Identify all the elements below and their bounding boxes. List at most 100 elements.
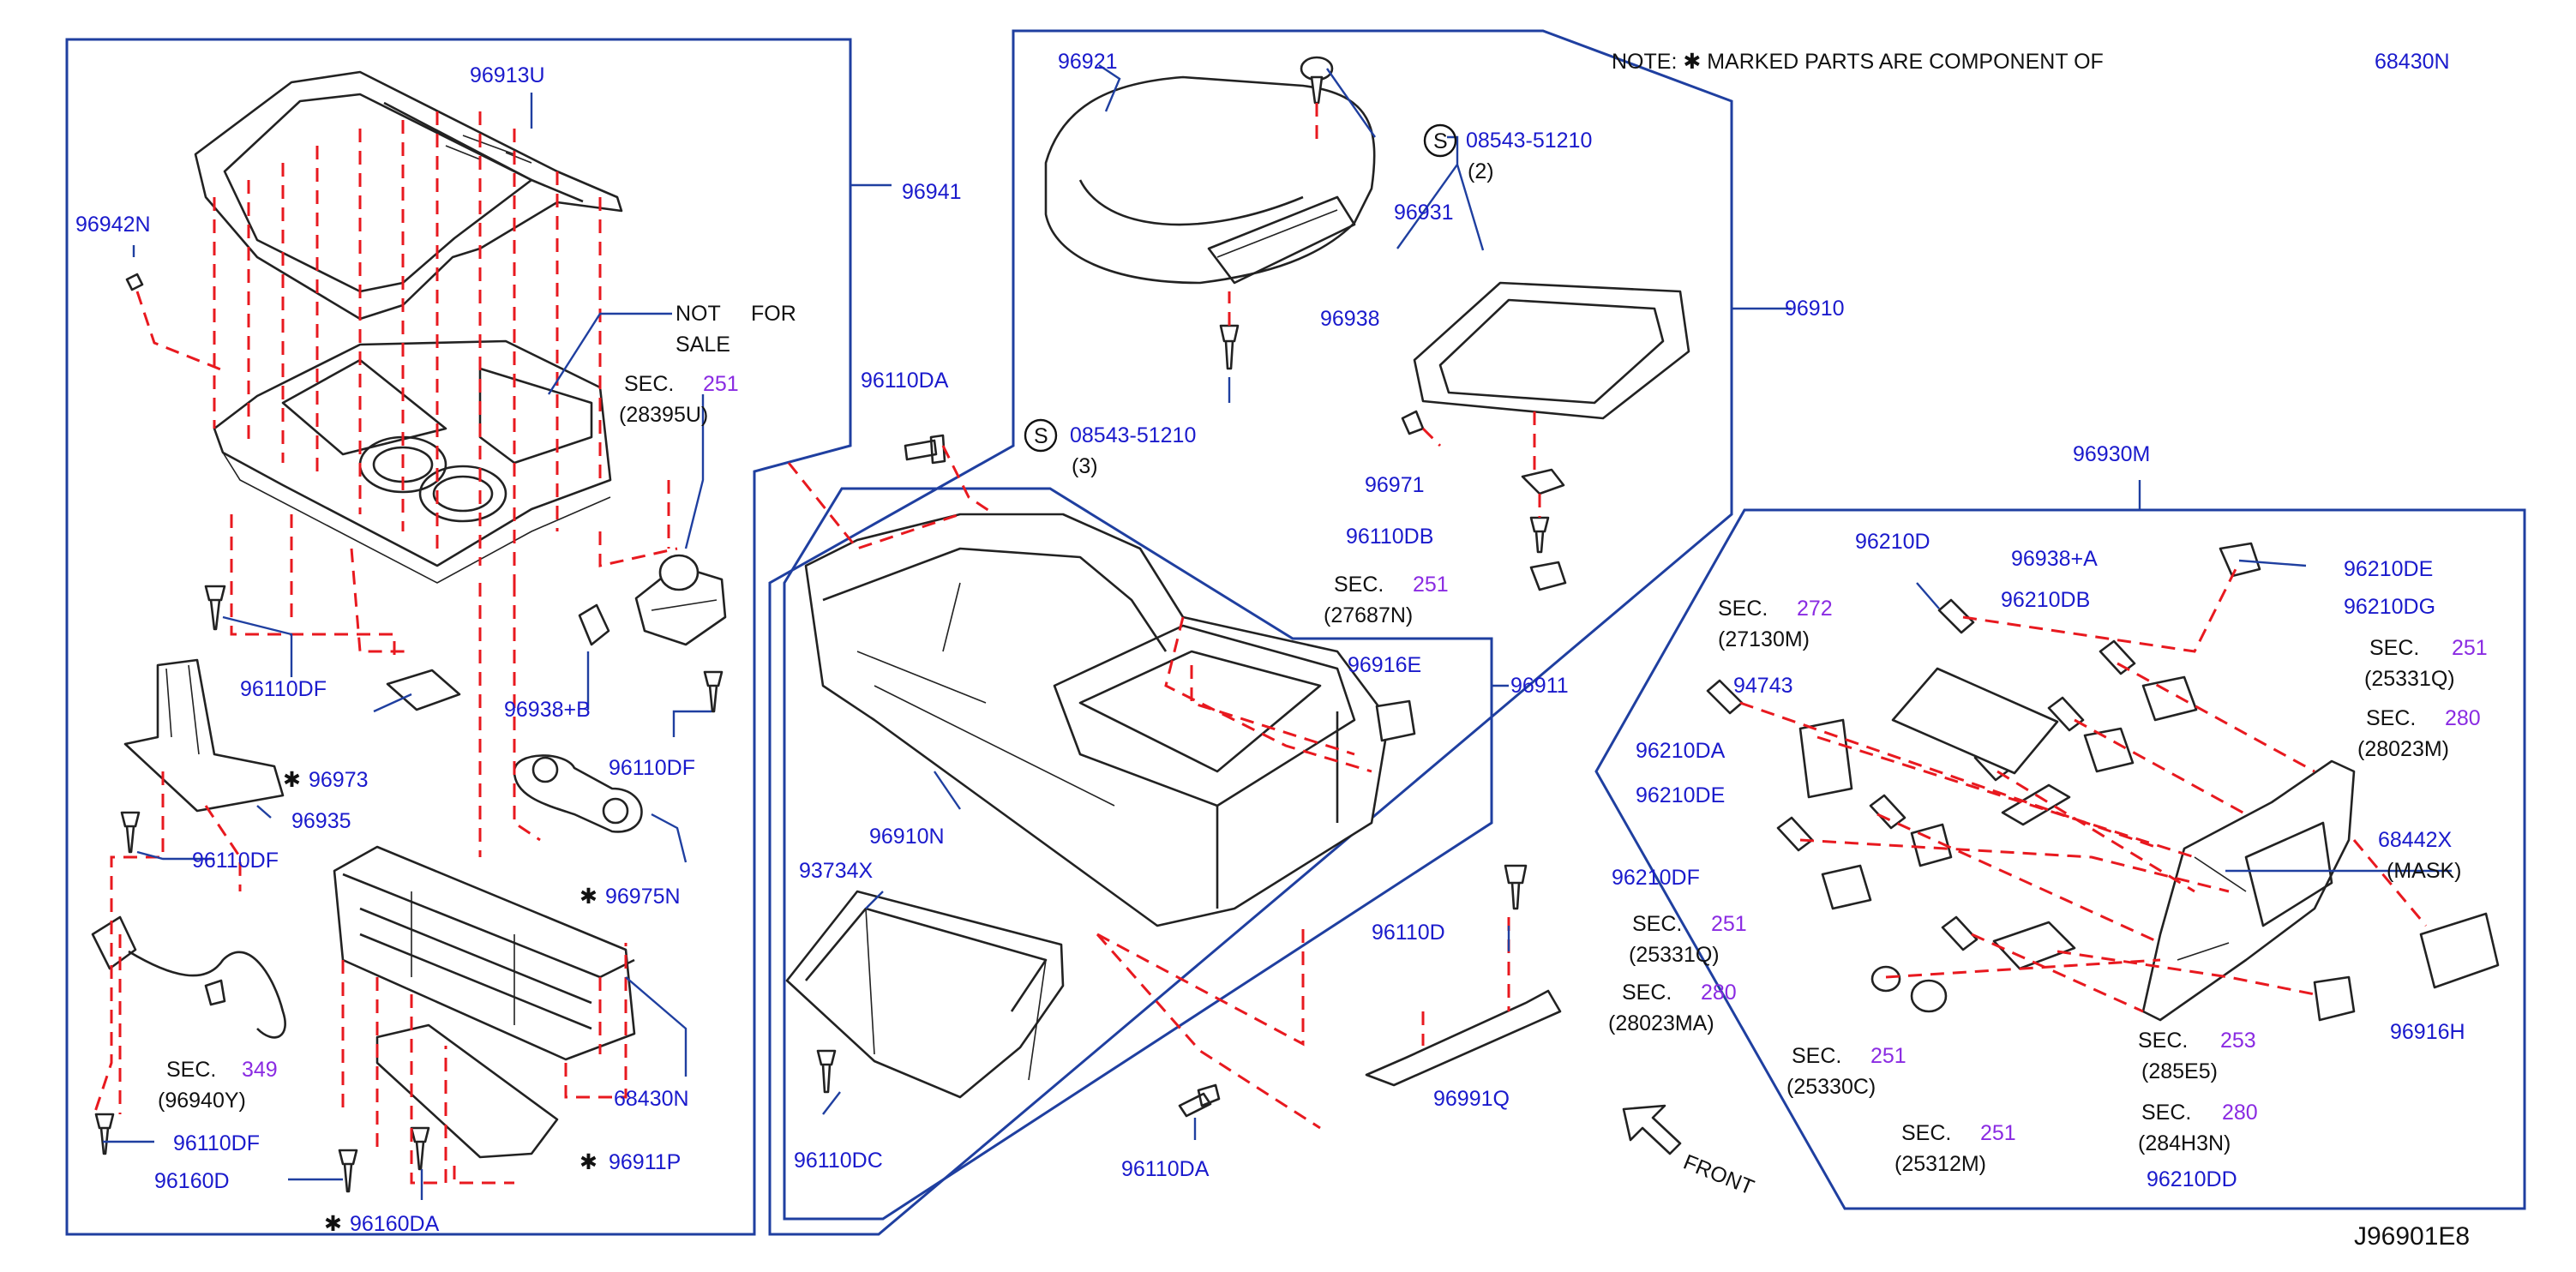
label-96930M: 96930M: [2073, 442, 2150, 466]
screw-symbol-a: S: [1433, 129, 1448, 153]
bracket-96916E: [1375, 699, 1416, 742]
mask-68442X: [2419, 912, 2500, 989]
switch-25331Q-upper: [2141, 675, 2198, 722]
label-94743: 94743: [1733, 674, 1793, 698]
diagram-id: J96901E8: [2354, 1222, 2470, 1251]
module-94743: [1798, 718, 1853, 799]
screw-qty-a: (2): [1468, 159, 1494, 183]
sec-349-num: 349: [242, 1058, 278, 1082]
bracket-96991Q: [1365, 989, 1562, 1087]
switch-96971: [1521, 468, 1565, 495]
screw-top: [1300, 56, 1334, 105]
lid-96921: [1044, 75, 1376, 285]
label-96921: 96921: [1058, 50, 1118, 74]
label-96935: 96935: [291, 809, 351, 833]
star-96975N: ✱: [579, 885, 597, 909]
sec-272-num: 272: [1797, 597, 1833, 621]
screw-qty-b: (3): [1072, 454, 1098, 478]
sec-251-28395U-ref: (28395U): [619, 403, 708, 427]
frame-96930M: [1594, 508, 2526, 1210]
screw-symbol-b: S: [1034, 424, 1048, 448]
label-96911P: 96911P: [609, 1150, 681, 1174]
frame-96941: [65, 38, 852, 1236]
sec-251-27687N-ref: (27687N): [1324, 603, 1413, 627]
label-96210DB: 96210DB: [2001, 588, 2090, 612]
label-96916H: 96916H: [2390, 1020, 2465, 1044]
console-body-96910N: [804, 513, 1390, 927]
screws-left: [94, 585, 724, 1193]
sec-253-prefix: SEC.: [2138, 1029, 2188, 1053]
label-96911: 96911: [1510, 674, 1569, 698]
sec-251-25312M-num: 251: [1980, 1121, 2016, 1145]
label-96938A: 96938+A: [2011, 547, 2098, 571]
screw-96110DA-top: [904, 434, 946, 465]
label-96942N: 96942N: [75, 213, 151, 237]
label-96210DE-b: 96210DE: [1636, 783, 1725, 807]
sec-251-28395U-num: 251: [703, 372, 739, 396]
sec-280-28023M-prefix: SEC.: [2366, 706, 2416, 730]
not-for-sale-3: SALE: [676, 333, 730, 357]
clip-96938B: [578, 603, 610, 646]
screw-symbol-circle-b: [1024, 418, 1058, 453]
sec-251-25331Q-b-ref: (25331Q): [1629, 943, 1720, 967]
label-96991Q: 96991Q: [1433, 1087, 1510, 1111]
socket-25330C: [1870, 965, 1901, 993]
sec-251-25331Q-b-num: 251: [1711, 912, 1747, 936]
sec-280-28023M-num: 280: [2445, 706, 2481, 730]
not-for-sale-1: NOT: [676, 302, 721, 326]
cover-96916H: [2313, 975, 2356, 1022]
sec-251-25330C-prefix: SEC.: [1792, 1044, 1841, 1068]
boot-96935: [123, 658, 285, 813]
label-96975N: 96975N: [605, 885, 681, 909]
sec-280-28023MA-prefix: SEC.: [1622, 981, 1672, 1005]
seal-96975N: [513, 754, 643, 833]
sec-251-25312M-ref: (25312M): [1894, 1152, 1986, 1176]
sec-280-284H3N-ref: (284H3N): [2138, 1131, 2231, 1155]
not-for-sale-2: FOR: [751, 302, 796, 326]
harness-96940Y: [91, 915, 286, 1039]
label-96910N: 96910N: [869, 825, 945, 849]
box-68430N: [333, 845, 636, 1061]
frame-96910: [768, 29, 1733, 1236]
note-text: NOTE: ✱ MARKED PARTS ARE COMPONENT OF: [1612, 50, 2104, 74]
label-96973: 96973: [309, 768, 369, 792]
sec-280-28023MA-ref: (28023MA): [1608, 1011, 1714, 1035]
label-96916E: 96916E: [1348, 653, 1421, 677]
bin-93734X: [785, 890, 1065, 1099]
screws-right: [1706, 598, 2136, 951]
screw-under-lid: [1219, 324, 1240, 370]
sec-280-284H3N-prefix: SEC.: [2141, 1101, 2191, 1125]
sec-251-27687N-prefix: SEC.: [1334, 573, 1384, 597]
label-96931: 96931: [1394, 201, 1454, 225]
sec-251-25330C-ref: (25330C): [1786, 1075, 1876, 1099]
dashed-leaders-left: [93, 111, 678, 1185]
pad-96973: [386, 669, 461, 711]
finisher-96913U: [194, 70, 623, 321]
label-96941: 96941: [902, 180, 962, 204]
switch-28023M: [2083, 727, 2135, 773]
label-96110DF-b: 96110DF: [609, 756, 695, 780]
sec-280-284H3N-num: 280: [2222, 1101, 2258, 1125]
sec-251-25330C-num: 251: [1870, 1044, 1906, 1068]
sec-251-25331Q-a-num: 251: [2452, 636, 2488, 660]
sec-272-prefix: SEC.: [1718, 597, 1768, 621]
sec-251-25312M-prefix: SEC.: [1901, 1121, 1951, 1145]
clip-96938: [1401, 410, 1425, 435]
clip-96942N: [125, 273, 144, 291]
label-96938: 96938: [1320, 307, 1380, 331]
tray-96911P: [375, 1023, 559, 1159]
bracket-96931: [1413, 281, 1690, 420]
screw-96110D: [1504, 864, 1528, 910]
group-frames: [65, 29, 2526, 1236]
group-center-drawings: [785, 56, 1690, 1130]
frame-96911: [783, 487, 1493, 1221]
sec-280-28023M-ref: (28023M): [2357, 737, 2449, 761]
label-96210DA: 96210DA: [1636, 739, 1726, 763]
label-93734X: 93734X: [799, 859, 874, 883]
star-96160DA: ✱: [324, 1212, 342, 1236]
screw-symbol-circle-a: [1423, 123, 1457, 158]
star-96973: ✱: [283, 768, 301, 792]
group-right-drawings: [1622, 542, 2500, 1155]
socket-25312M: [1910, 979, 1948, 1013]
group-left-drawings: [91, 70, 727, 1193]
